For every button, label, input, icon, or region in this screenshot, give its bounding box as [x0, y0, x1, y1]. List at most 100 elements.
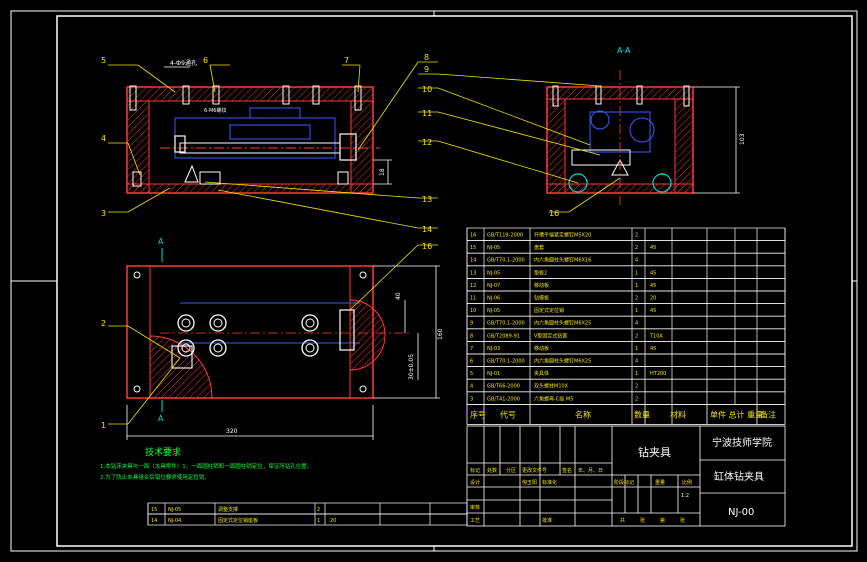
bom-cell: 2 — [635, 245, 638, 251]
cell-di: 第 — [660, 517, 665, 524]
bom-cell: 1 — [635, 308, 638, 314]
bom-cell: 1 — [635, 283, 638, 289]
tech-line-2: 2.为了防止夹具组合后错位要求使用定位销。 — [100, 473, 210, 481]
bom-cell: 移动板 — [534, 282, 549, 289]
balloon-1: 1 — [101, 421, 106, 430]
bom-header-cell: 备注 — [760, 409, 776, 419]
bom-cell: 盘套 — [534, 244, 544, 251]
cell-zhongliang: 重量 — [655, 479, 665, 486]
cell-designer: 倪玉阳 — [522, 479, 537, 486]
balloon-5: 5 — [101, 56, 106, 65]
section-mark-a1: A — [158, 237, 164, 246]
bom-bottom-cell: 2 — [317, 507, 320, 513]
bom-cell: NJ-05 — [487, 308, 500, 314]
front-view: 4-Ф9通孔 6-M6螺纹 18 — [126, 59, 392, 194]
bom-cell: NJ-05 — [487, 245, 500, 251]
school-name: 宁波技师学院 — [712, 436, 772, 449]
bom-cell: 2 — [635, 296, 638, 302]
balloon-12: 12 — [422, 138, 432, 147]
bom-cell: 10 — [470, 308, 476, 314]
bom-cell: 移动板 — [534, 345, 549, 352]
plan-view: 320 160 40 30±0.05 A A — [126, 237, 444, 440]
dim-40: 40 — [395, 292, 402, 300]
bom-cell: 4 — [470, 384, 473, 390]
cell-fenqu: 分区 — [506, 467, 516, 474]
product-name: 钻夹具 — [638, 445, 671, 459]
cell-gengai: 更改文件号 — [522, 467, 547, 474]
bom-cell: 45 — [650, 346, 656, 352]
bom-cell: GB/T70.1-2000 — [487, 258, 525, 264]
bom-cell: 4 — [635, 258, 638, 264]
bom-bottom-cell: NJ-04 — [168, 518, 181, 524]
bom-cell: NJ-07 — [487, 283, 500, 289]
balloon-16b: 16 — [549, 209, 559, 218]
bom-cell: 45 — [650, 270, 656, 276]
section-view-aa: A-A 103 — [546, 46, 746, 205]
drawing-number: NJ-00 — [728, 507, 754, 518]
bom-cell: 内六角圆柱头螺钉M6X25 — [534, 320, 591, 327]
bom-cell: 钻模板 — [534, 295, 549, 302]
bom-header-cell: 代号 — [500, 409, 516, 419]
bom-cell: 45 — [650, 308, 656, 314]
cell-zhang: 张 — [640, 517, 645, 524]
bom-header-cell: 数量 — [634, 409, 650, 419]
title-block-text: 钻夹具 宁波技师学院 缸体钻夹具 NJ-00 1:2 标记 处数 分区 更改文件… — [470, 436, 772, 524]
cell-bili: 比例 — [682, 479, 692, 486]
bom-header-cell: 序号 — [470, 409, 486, 419]
technical-requirements: 技术要求 1.本钻床夹具与一面（太具零件）1，一面圆柱销和一面圆柱销定位，保证所… — [100, 446, 312, 481]
bom-bottom-cell: 1 — [317, 518, 320, 524]
bom-cell: 1 — [635, 346, 638, 352]
bom-row: 10 NJ-05 固定式定位销 1 45 — [466, 303, 786, 317]
bom-cell: 1 — [635, 270, 638, 276]
bom-cell: HT200 — [650, 371, 666, 377]
side-dim: 18 — [379, 168, 386, 176]
title-block — [466, 425, 786, 527]
balloon-11: 11 — [422, 109, 432, 118]
bom-cell: 13 — [470, 270, 476, 276]
thread-note: 6-M6螺纹 — [204, 107, 226, 114]
bom-cell: 固定式定位销 — [534, 307, 564, 314]
bom-cell: 5 — [470, 371, 473, 377]
bom-cell: 2 — [635, 233, 638, 239]
bom-row: 11 NJ-06 钻模板 2 20 — [466, 290, 786, 304]
bom-cell: 15 — [470, 245, 476, 251]
bom-cell: 双头螺柱M10X — [534, 383, 569, 390]
bom-cell: GB/T70.1-2000 — [487, 321, 525, 327]
balloon-4: 4 — [101, 134, 106, 143]
hole-note: 4-Ф9通孔 — [170, 59, 197, 67]
bom-cell: 11 — [470, 296, 476, 302]
cell-biaoji: 标记 — [470, 467, 480, 474]
cell-nyr: 年、月、日 — [578, 467, 603, 474]
cell-sheji: 设计 — [470, 479, 480, 486]
bom-cell: 1 — [635, 371, 638, 377]
balloon-3: 3 — [101, 209, 106, 218]
bom-cell: NJ-06 — [487, 296, 500, 302]
bom-cell: V型固定式钻套 — [534, 332, 567, 339]
cell-pizhun: 批准 — [542, 517, 552, 524]
balloon-2: 2 — [101, 319, 106, 328]
bom-cell: 内六角圆柱头螺钉M6X16 — [534, 257, 591, 264]
bom-cell: GB/T2089-91 — [487, 333, 520, 339]
section-mark-a2: A — [158, 414, 164, 423]
scale: 1:2 — [681, 493, 689, 499]
bom-cell: 20 — [650, 296, 656, 302]
bom-cell: 7 — [470, 346, 473, 352]
balloon-16: 16 — [422, 242, 432, 251]
bom-cell: 2 — [635, 396, 638, 402]
dim-tolerance: 30±0.05 — [408, 354, 415, 380]
bom-header-cell: 名称 — [575, 409, 591, 419]
bom-header-cell: 材料 — [670, 409, 686, 419]
bom-bottom-cell: 固定式定位销座板 — [218, 517, 258, 524]
bom-cell: 垫板2 — [534, 269, 547, 276]
balloon-13: 13 — [422, 195, 432, 204]
